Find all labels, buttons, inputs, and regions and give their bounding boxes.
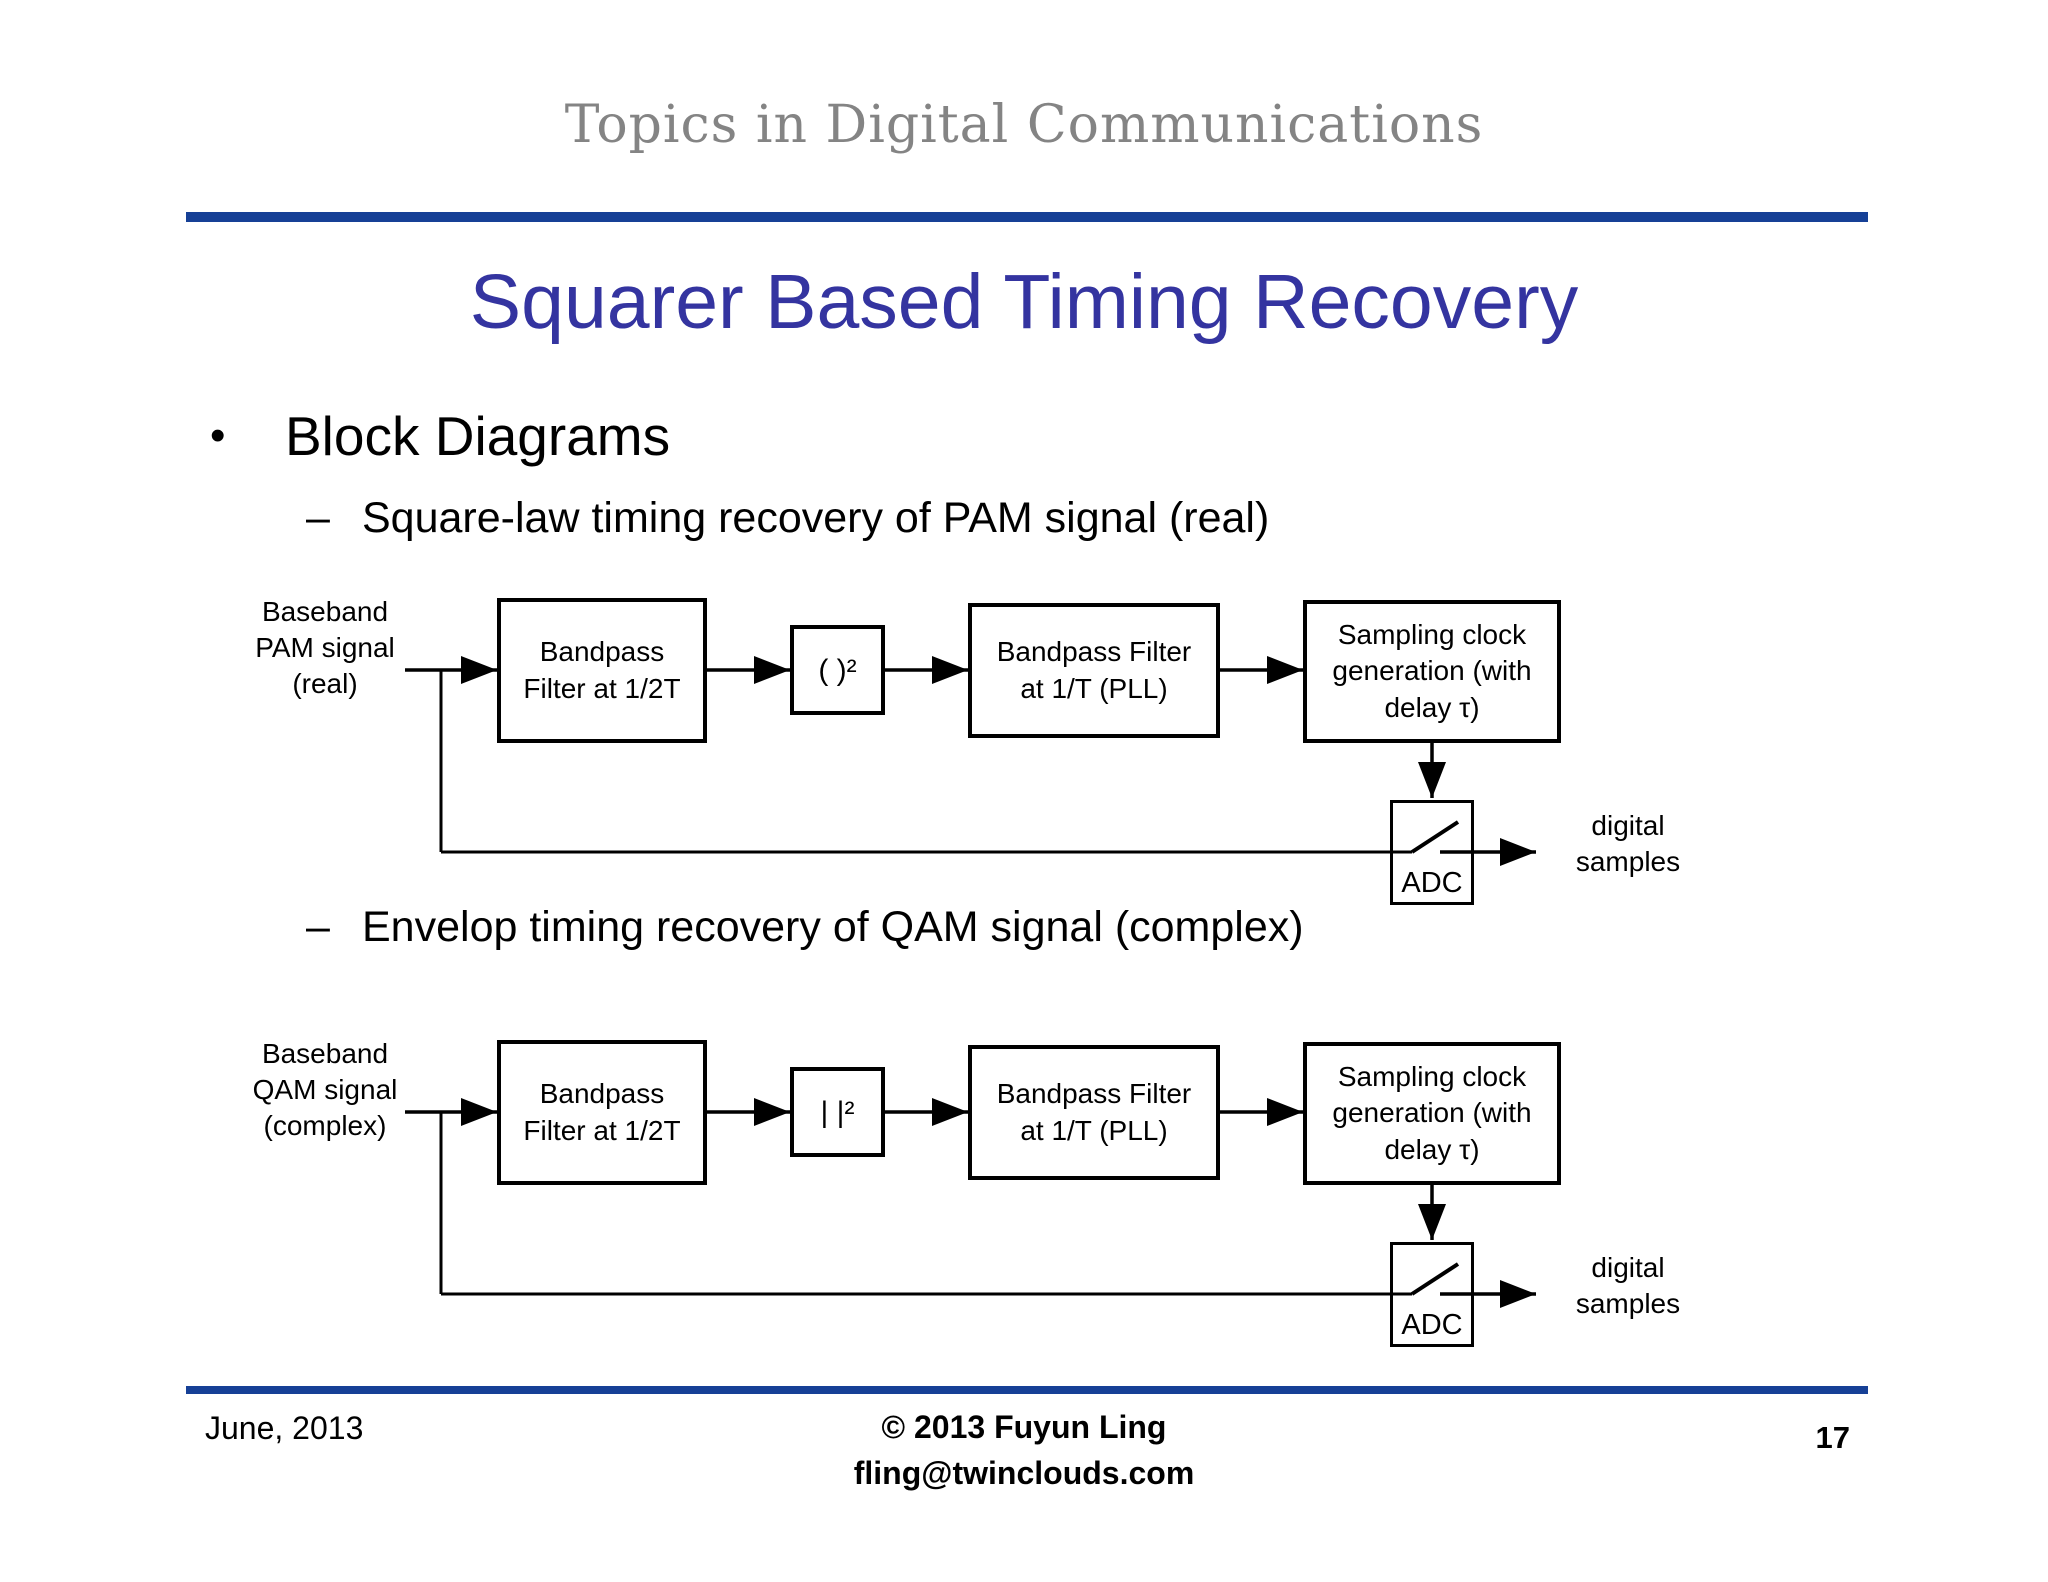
sub-bullet-qam: – Envelop timing recovery of QAM signal …: [306, 903, 1304, 952]
qam-block-magnitude-squarer: | |²: [790, 1067, 885, 1157]
header-divider-rule: [186, 212, 1868, 222]
diagram-pam-timing-recovery: Baseband PAM signal (real) Bandpass Filt…: [200, 588, 1700, 918]
qam-block-bandpass-t-pll: Bandpass Filter at 1/T (PLL): [968, 1045, 1220, 1180]
page-title: Squarer Based Timing Recovery: [469, 259, 1579, 345]
pam-adc-box: ADC: [1390, 800, 1474, 905]
dash-icon: –: [306, 494, 330, 542]
footer-divider-rule: [186, 1386, 1868, 1394]
footer-email: fling@twinclouds.com: [853, 1455, 1195, 1492]
bullet-text: Block Diagrams: [285, 405, 671, 467]
pam-adc-label: ADC: [1401, 867, 1463, 899]
header-course-title: Topics in Digital Communications: [564, 95, 1484, 155]
qam-output-label: digital samples: [1575, 1252, 1681, 1319]
pam-block-bandpass-t-pll: Bandpass Filter at 1/T (PLL): [968, 603, 1220, 738]
pam-block-bandpass-half-t: Bandpass Filter at 1/2T: [497, 598, 707, 743]
pam-output-label: digital samples: [1575, 810, 1681, 877]
bullet-block-diagrams: • Block Diagrams: [210, 406, 670, 467]
footer-copyright-block: © 2013 Fuyun Ling fling@twinclouds.com: [0, 1404, 2048, 1497]
dash-icon: –: [306, 903, 330, 951]
qam-adc-box: ADC: [1390, 1242, 1474, 1347]
footer-date: June, 2013: [205, 1410, 364, 1446]
qam-adc-label: ADC: [1401, 1309, 1463, 1341]
sub-bullet-qam-text: Envelop timing recovery of QAM signal (c…: [362, 903, 1304, 951]
pam-block-squarer: ( )²: [790, 625, 885, 715]
qam-block-sampling-clock: Sampling clock generation (with delay τ): [1303, 1042, 1561, 1185]
pam-block-sampling-clock: Sampling clock generation (with delay τ): [1303, 600, 1561, 743]
qam-input-label: Baseband QAM signal (complex): [252, 1038, 398, 1141]
sub-bullet-pam-text: Square-law timing recovery of PAM signal…: [362, 494, 1270, 542]
diagram-qam-timing-recovery: Baseband QAM signal (complex) Bandpass F…: [200, 1030, 1700, 1360]
footer-copyright: © 2013 Fuyun Ling: [881, 1409, 1167, 1445]
sub-bullet-pam: – Square-law timing recovery of PAM sign…: [306, 494, 1269, 543]
qam-block-bandpass-half-t: Bandpass Filter at 1/2T: [497, 1040, 707, 1185]
bullet-dot-icon: •: [210, 411, 226, 460]
page-number: 17: [1815, 1420, 1850, 1455]
pam-input-label: Baseband PAM signal (real): [255, 596, 395, 699]
